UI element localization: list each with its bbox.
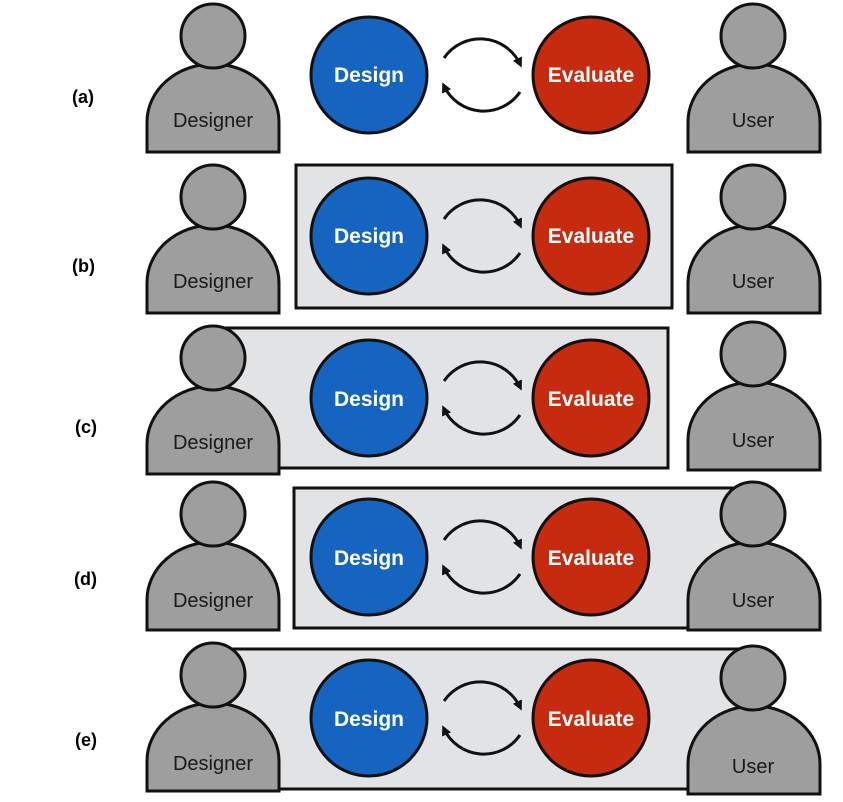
designer-head-shape [179, 641, 247, 709]
user-figure: User [686, 163, 822, 315]
panel-e: (e) Designer User Design Evaluate [75, 641, 822, 796]
panel-a: (a) Designer User Design Evaluate [72, 2, 822, 154]
designer-label: Designer [173, 432, 253, 454]
designer-head-shape [179, 2, 247, 70]
cycle-arrow-bottom-icon [442, 725, 522, 756]
evaluate-label: Evaluate [548, 64, 634, 87]
designer-figure: Designer [145, 2, 281, 154]
group-box [203, 647, 756, 791]
user-figure: User [686, 644, 822, 796]
design-circle [309, 338, 429, 458]
cycle-arrow-top-icon [442, 680, 522, 711]
user-figure: User [686, 2, 822, 154]
design-label: Design [334, 64, 404, 87]
designer-figure: Designer [145, 163, 281, 315]
designer-label: Designer [173, 271, 253, 293]
cycle-arrow-bottom-icon [442, 564, 522, 595]
user-head-shape [719, 163, 787, 231]
designer-figure: Designer [145, 324, 281, 476]
designer-body-shape [145, 540, 281, 632]
design-label: Design [334, 388, 404, 411]
user-label: User [732, 430, 775, 452]
evaluate-label: Evaluate [548, 547, 634, 570]
designer-label: Designer [173, 110, 253, 132]
cycle-arrow-top-icon [442, 360, 522, 391]
user-head-shape [719, 480, 787, 548]
designer-head-shape [179, 480, 247, 548]
panel-label: (b) [72, 256, 95, 276]
designer-figure: Designer [145, 641, 281, 793]
evaluate-circle [531, 658, 651, 778]
evaluate-circle [531, 338, 651, 458]
user-figure: User [686, 320, 822, 472]
cycle-arrow-bottom-icon [442, 405, 522, 436]
designer-head-shape [179, 324, 247, 392]
designer-head-shape [179, 163, 247, 231]
designer-label: Designer [173, 590, 253, 612]
user-label: User [732, 590, 775, 612]
user-label: User [732, 756, 775, 778]
design-circle [309, 15, 429, 135]
design-label: Design [334, 225, 404, 248]
designer-body-shape [145, 62, 281, 154]
cycle-arrow-bottom-icon [442, 82, 522, 113]
panel-d: (d) Designer User Design Evaluate [74, 480, 822, 632]
user-label: User [732, 271, 775, 293]
panel-label: (c) [75, 417, 97, 437]
panel-c: (c) Designer User Design Evaluate [75, 320, 822, 476]
design-circle [309, 658, 429, 778]
evaluate-circle [531, 497, 651, 617]
user-body-shape [686, 380, 822, 472]
user-head-shape [719, 2, 787, 70]
evaluate-label: Evaluate [548, 388, 634, 411]
design-circle [309, 497, 429, 617]
user-figure: User [686, 480, 822, 632]
panel-b: (b) Designer User Design Evaluate [72, 163, 822, 315]
cycle-arrow-bottom-icon [442, 243, 522, 274]
evaluate-circle [531, 15, 651, 135]
designer-label: Designer [173, 753, 253, 775]
design-circle [309, 176, 429, 296]
user-head-shape [719, 644, 787, 712]
designer-figure: Designer [145, 480, 281, 632]
panel-label: (e) [75, 730, 97, 750]
designer-body-shape [145, 223, 281, 315]
panel-label: (d) [74, 569, 97, 589]
cycle-arrow-top-icon [442, 37, 522, 68]
user-head-shape [719, 320, 787, 388]
design-label: Design [334, 708, 404, 731]
design-label: Design [334, 547, 404, 570]
cycle-arrow-top-icon [442, 519, 522, 550]
user-body-shape [686, 223, 822, 315]
evaluate-circle [531, 176, 651, 296]
evaluate-label: Evaluate [548, 225, 634, 248]
panel-label: (a) [72, 87, 94, 107]
cycle-arrow-top-icon [442, 198, 522, 229]
user-body-shape [686, 62, 822, 154]
user-label: User [732, 110, 775, 132]
evaluate-label: Evaluate [548, 708, 634, 731]
